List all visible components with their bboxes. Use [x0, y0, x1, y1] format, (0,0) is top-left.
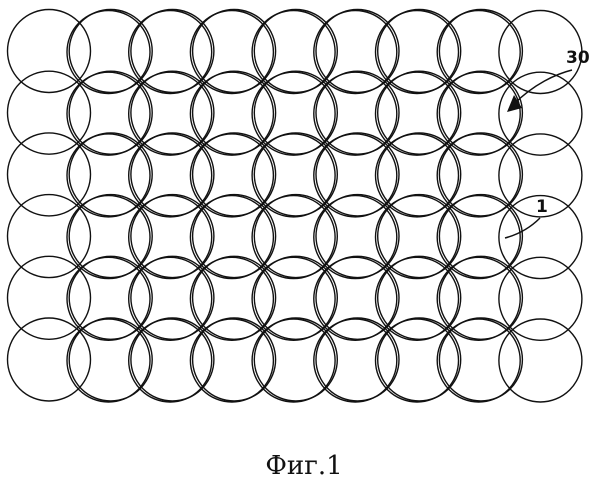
ring	[314, 257, 397, 340]
ring	[67, 257, 150, 340]
ring	[314, 319, 397, 402]
ring	[437, 319, 520, 402]
ring	[314, 134, 397, 217]
ring	[190, 319, 273, 402]
ring	[252, 72, 335, 155]
ring	[67, 319, 150, 402]
ring	[437, 72, 520, 155]
figure-caption: Фиг.1	[265, 451, 342, 481]
ring	[376, 134, 459, 217]
ring	[190, 134, 273, 217]
ring	[314, 11, 397, 94]
ring	[437, 134, 520, 217]
ring	[376, 72, 459, 155]
ring	[190, 72, 273, 155]
ring	[129, 72, 212, 155]
ring	[437, 11, 520, 94]
ring	[376, 196, 459, 279]
ring	[129, 11, 212, 94]
ring	[314, 196, 397, 279]
ring	[499, 257, 582, 340]
ring	[190, 196, 273, 279]
ring	[67, 134, 150, 217]
ring	[314, 72, 397, 155]
ring	[252, 11, 335, 94]
ring	[190, 11, 273, 94]
ring	[190, 257, 273, 340]
ring-grid	[8, 10, 582, 403]
ring	[67, 72, 150, 155]
ring	[67, 196, 150, 279]
ring	[252, 134, 335, 217]
ring	[376, 257, 459, 340]
ring	[376, 319, 459, 402]
ring	[252, 319, 335, 402]
ring	[129, 196, 212, 279]
ring	[437, 257, 520, 340]
ring	[376, 11, 459, 94]
ring	[129, 257, 212, 340]
ring	[129, 134, 212, 217]
ring	[499, 319, 582, 402]
ring	[67, 11, 150, 94]
reference-label-30: 30	[566, 48, 590, 68]
ring	[129, 319, 212, 402]
ring	[252, 196, 335, 279]
ring	[499, 72, 582, 155]
reference-label-1: 1	[536, 197, 548, 217]
ring	[252, 257, 335, 340]
